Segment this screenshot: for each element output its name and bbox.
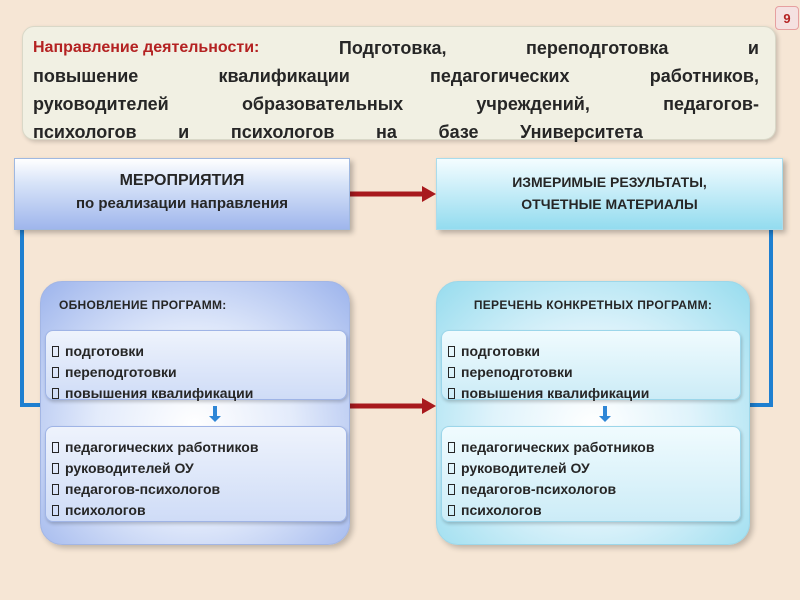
checkbox-square-icon [448, 367, 455, 378]
program-types-box: подготовки переподготовки повышения квал… [45, 330, 347, 401]
header-line-3: руководителей образовательных учреждений… [33, 90, 759, 118]
activities-title: МЕРОПРИЯТИЯ [119, 172, 245, 189]
list-item-label: педагогов-психологов [65, 481, 221, 497]
program-types-box: подготовки переподготовки повышения квал… [441, 330, 741, 401]
header-line-2: повышение квалификации педагогических ра… [33, 62, 759, 90]
list-item: подготовки [448, 341, 740, 362]
list-item: психологов [52, 500, 346, 521]
checkbox-square-icon [448, 346, 455, 357]
header-word: психологов [230, 122, 335, 142]
results-box: ИЗМЕРИМЫЕ РЕЗУЛЬТАТЫ, ОТЧЕТНЫЕ МАТЕРИАЛЫ [436, 158, 783, 230]
header-word: Подготовка, [338, 38, 447, 58]
checkbox-square-icon [52, 367, 59, 378]
checkbox-square-icon [52, 442, 59, 453]
list-item-label: руководителей ОУ [461, 460, 590, 476]
header-word: педагогических [430, 66, 570, 86]
checkbox-square-icon [448, 505, 455, 516]
list-item: педагогов-психологов [448, 479, 740, 500]
list-item: педагогов-психологов [52, 479, 346, 500]
list-item-label: педагогов-психологов [461, 481, 617, 497]
list-item: педагогических работников [52, 437, 346, 458]
target-groups-box: педагогических работников руководителей … [441, 426, 741, 522]
list-item-label: переподготовки [461, 364, 573, 380]
checkbox-square-icon [52, 388, 59, 399]
checkbox-square-icon [448, 463, 455, 474]
header-word: повышение [33, 66, 139, 86]
header-word: руководителей [33, 94, 169, 114]
middle-red-arrow-head [422, 398, 436, 414]
checkbox-square-icon [52, 505, 59, 516]
header-word: психологов [33, 122, 137, 142]
program-update-title: ОБНОВЛЕНИЕ ПРОГРАММ: [59, 298, 227, 312]
checkbox-square-icon [448, 484, 455, 495]
right-blue-connector [750, 230, 773, 407]
header-line-4: психологов и психологов на базе Универси… [33, 118, 643, 146]
header-word: на [376, 122, 397, 142]
header-word: базе [438, 122, 479, 142]
header-word: переподготовка [525, 38, 669, 58]
direction-label: Направление деятельности: [33, 39, 260, 56]
list-item: психологов [448, 500, 740, 521]
list-item: переподготовки [448, 362, 740, 383]
header-word: педагогов- [663, 94, 759, 114]
list-item-label: педагогических работников [461, 439, 655, 455]
checkbox-square-icon [52, 346, 59, 357]
list-item: педагогических работников [448, 437, 740, 458]
activities-subtitle: по реализации направления [75, 195, 289, 212]
list-item: повышения квалификации [448, 383, 740, 404]
list-item: переподготовки [52, 362, 346, 383]
down-arrow-icon [209, 406, 221, 422]
header-word: квалификации [218, 66, 350, 86]
left-blue-connector [20, 230, 40, 407]
list-item: руководителей ОУ [52, 458, 346, 479]
list-item-label: психологов [461, 502, 542, 518]
checkbox-square-icon [52, 484, 59, 495]
header-word: работников, [649, 66, 759, 86]
header-word: учреждений, [476, 94, 590, 114]
down-arrow-icon [599, 406, 611, 422]
list-item-label: подготовки [65, 343, 145, 359]
list-item: подготовки [52, 341, 346, 362]
activities-box: МЕРОПРИЯТИЯ по реализации направления [14, 158, 350, 230]
checkbox-square-icon [52, 463, 59, 474]
list-item: повышения квалификации [52, 383, 346, 404]
list-item-label: подготовки [461, 343, 541, 359]
list-item-label: руководителей ОУ [65, 460, 194, 476]
direction-header: Направление деятельности: Подготовка, пе… [22, 26, 776, 142]
results-title: ИЗМЕРИМЫЕ РЕЗУЛЬТАТЫ, [512, 174, 707, 190]
page-number: 9 [775, 6, 799, 30]
checkbox-square-icon [448, 388, 455, 399]
list-item-label: повышения квалификации [65, 385, 254, 401]
header-line-1: Направление деятельности: Подготовка, пе… [33, 34, 759, 62]
target-groups-box: педагогических работников руководителей … [45, 426, 347, 522]
list-item: руководителей ОУ [448, 458, 740, 479]
header-word: Университета [520, 122, 643, 142]
results-subtitle: ОТЧЕТНЫЕ МАТЕРИАЛЫ [521, 196, 698, 212]
list-item-label: педагогических работников [65, 439, 259, 455]
header-word: и [747, 38, 759, 58]
list-item-label: повышения квалификации [461, 385, 650, 401]
program-list-panel: ПЕРЕЧЕНЬ КОНКРЕТНЫХ ПРОГРАММ: подготовки… [436, 281, 750, 545]
program-update-panel: ОБНОВЛЕНИЕ ПРОГРАММ: подготовки переподг… [40, 281, 350, 545]
program-list-title: ПЕРЕЧЕНЬ КОНКРЕТНЫХ ПРОГРАММ: [473, 298, 713, 312]
top-red-arrow-head [422, 186, 436, 202]
checkbox-square-icon [448, 442, 455, 453]
header-word: и [178, 122, 190, 142]
header-word: образовательных [241, 94, 404, 114]
list-item-label: переподготовки [65, 364, 177, 380]
list-item-label: психологов [65, 502, 146, 518]
